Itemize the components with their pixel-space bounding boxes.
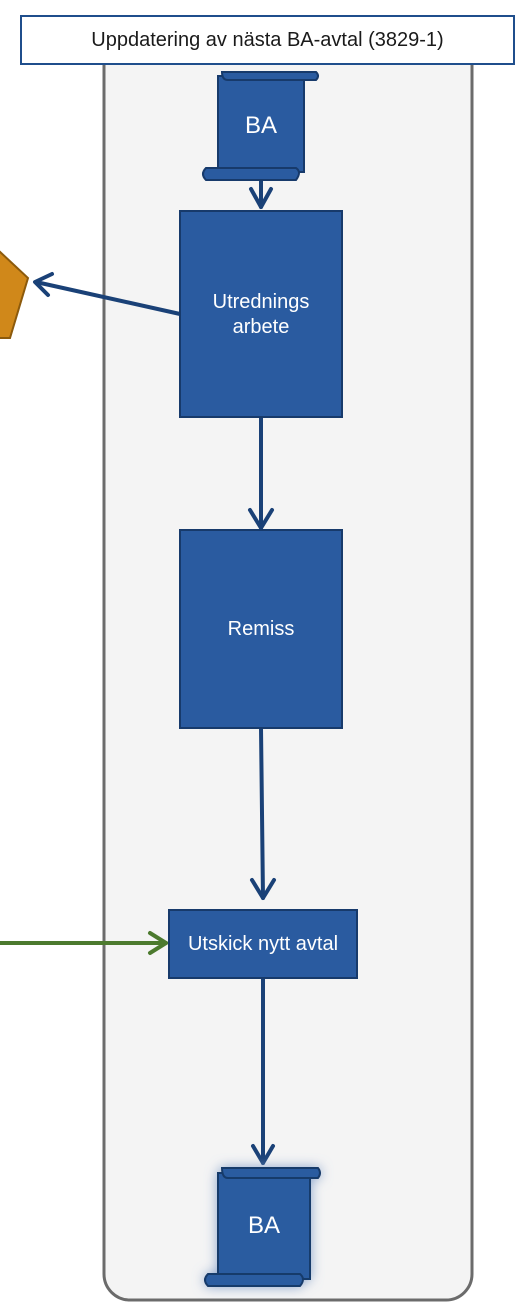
flow-arrows — [0, 176, 276, 1165]
start-document-scroll — [202, 71, 319, 181]
process-box-utskick — [168, 909, 358, 979]
start-document-label: BA — [244, 112, 277, 139]
process-box-remiss — [179, 529, 343, 729]
end-document-label: BA — [247, 1212, 280, 1239]
step-utredning-label: Utrednings arbete — [212, 291, 310, 338]
end-document-scroll — [204, 1167, 321, 1287]
diagram-title: Uppdatering av nästa BA-avtal (3829-1) — [20, 15, 515, 65]
arrow-remiss-to-utskick — [259, 726, 265, 900]
arrow-utredning-to-external — [34, 280, 182, 316]
process-box-utredning — [179, 210, 343, 418]
external-process-shape — [0, 250, 30, 339]
diagram-title-text: Uppdatering av nästa BA-avtal (3829-1) — [91, 28, 444, 51]
step-utskick-label: Utskick nytt avtal — [187, 932, 339, 955]
step-remiss-label: Remiss — [227, 617, 295, 640]
